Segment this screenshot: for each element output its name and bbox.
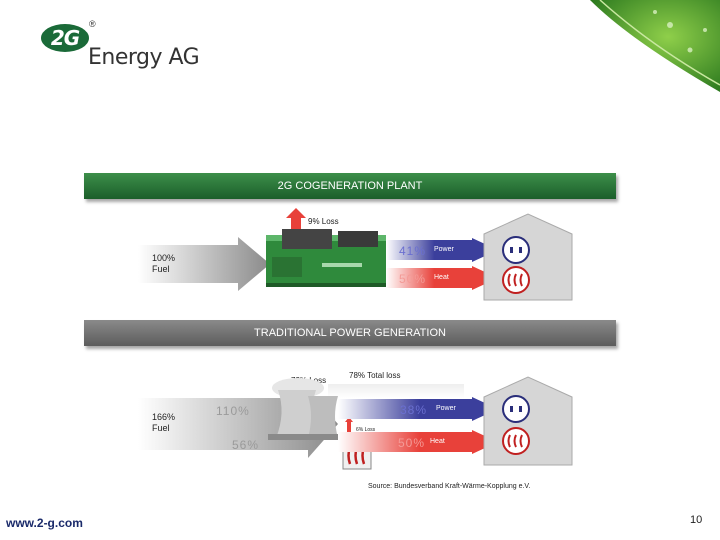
cogen-heat-pct: 50%: [399, 272, 427, 286]
trad-small-loss-arrow: [345, 417, 353, 433]
cogen-heat-label: Heat: [434, 274, 449, 281]
cogen-power-pct: 41%: [399, 244, 427, 258]
trad-heat-bar: [338, 432, 474, 452]
leaf-image: [560, 0, 720, 92]
trad-power-label: Power: [436, 405, 456, 412]
power-plant-image: [268, 378, 352, 440]
trad-heat-pct: 50%: [398, 436, 426, 450]
registered-mark: ®: [89, 19, 96, 29]
cogen-power-label: Power: [434, 246, 454, 253]
cogen-fuel-arrow: [138, 237, 270, 291]
cogen-power-bar: [386, 240, 474, 260]
trad-fuel-power-pct: 110%: [216, 404, 250, 418]
logo-mark: 2G: [41, 24, 89, 52]
cogen-loss-label: 9% Loss: [308, 217, 339, 226]
footer-url[interactable]: www.2-g.com: [6, 516, 83, 530]
chp-engine-image: [266, 229, 386, 287]
trad-heat-label: Heat: [430, 438, 445, 445]
trad-power-bar: [338, 399, 474, 419]
trad-small-loss-label: 6% Loss: [356, 427, 376, 433]
trad-fuel-label: 166% Fuel: [152, 412, 176, 433]
trad-power-pct: 38%: [400, 403, 428, 417]
trad-house-icon: [483, 376, 573, 466]
cogen-house-icon: [483, 213, 573, 301]
trad-fuel-heat-pct: 56%: [232, 438, 260, 452]
trad-total-loss-label: 78% Total loss: [349, 371, 401, 380]
trad-loss-band: [328, 384, 464, 398]
source-note: Source: Bundesverband Kraft-Wärme-Kopplu…: [368, 483, 531, 490]
traditional-banner: TRADITIONAL POWER GENERATION: [84, 320, 616, 346]
cogen-fuel-label: 100% Fuel: [152, 253, 176, 274]
page-number: 10: [690, 514, 703, 526]
company-name: Energy AG: [88, 45, 200, 70]
cogeneration-banner: 2G COGENERATION PLANT: [84, 173, 616, 199]
cogen-heat-bar: [386, 268, 474, 288]
